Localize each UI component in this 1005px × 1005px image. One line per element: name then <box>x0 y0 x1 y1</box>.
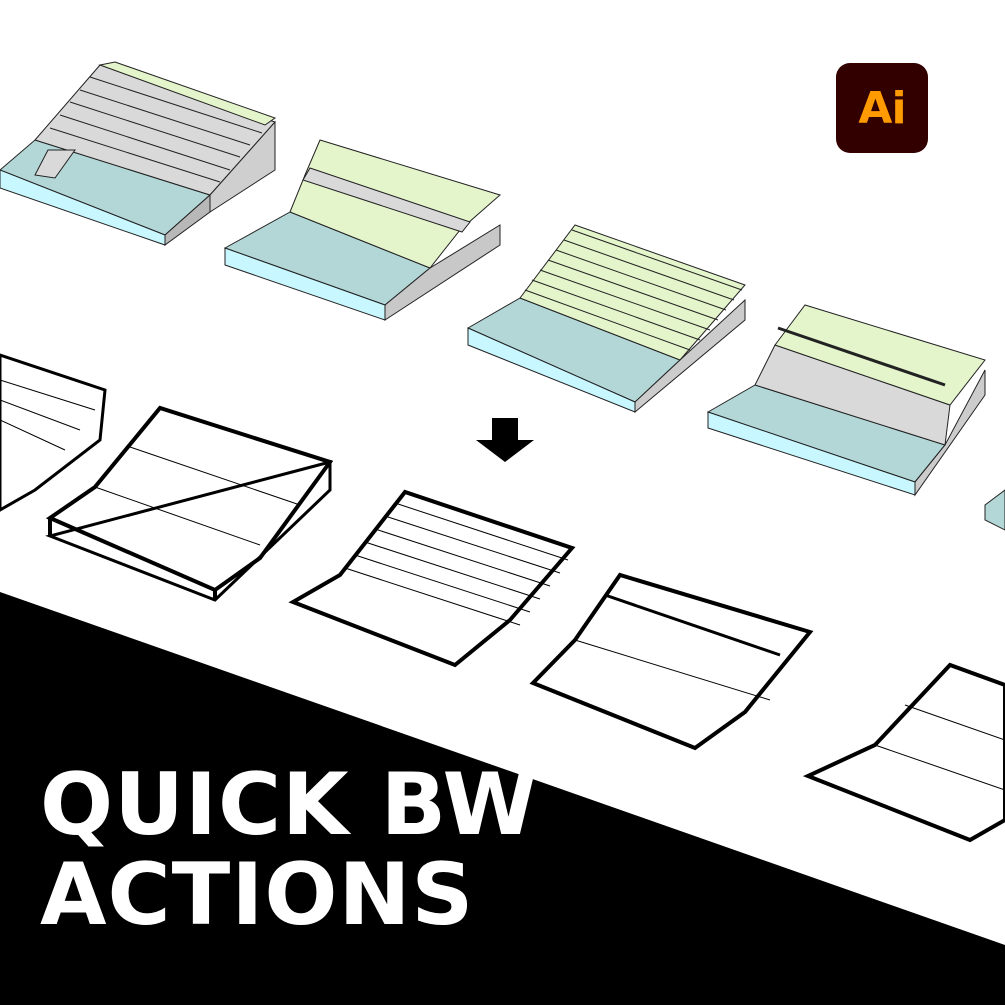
bw-model-left-partial <box>0 353 107 512</box>
bw-model-terraces <box>288 489 576 668</box>
page-title: QUICK BW ACTIONS <box>40 760 538 940</box>
title-line-1: QUICK BW <box>40 755 539 855</box>
colored-model-edge-partial <box>984 489 1005 531</box>
adobe-illustrator-logo: Ai <box>836 63 928 153</box>
colored-model-slope <box>223 139 502 321</box>
bw-model-railing <box>529 572 814 751</box>
ai-logo-text: Ai <box>858 82 906 134</box>
colored-model-terraces <box>466 224 746 414</box>
title-banner <box>0 592 1005 1005</box>
bw-model-slope <box>45 405 334 602</box>
title-line-2: ACTIONS <box>40 845 475 945</box>
bw-model-right-partial <box>802 662 1005 843</box>
colored-model-steps <box>0 61 277 246</box>
colored-model-railing <box>706 304 986 497</box>
arrow-down-icon <box>476 418 534 462</box>
